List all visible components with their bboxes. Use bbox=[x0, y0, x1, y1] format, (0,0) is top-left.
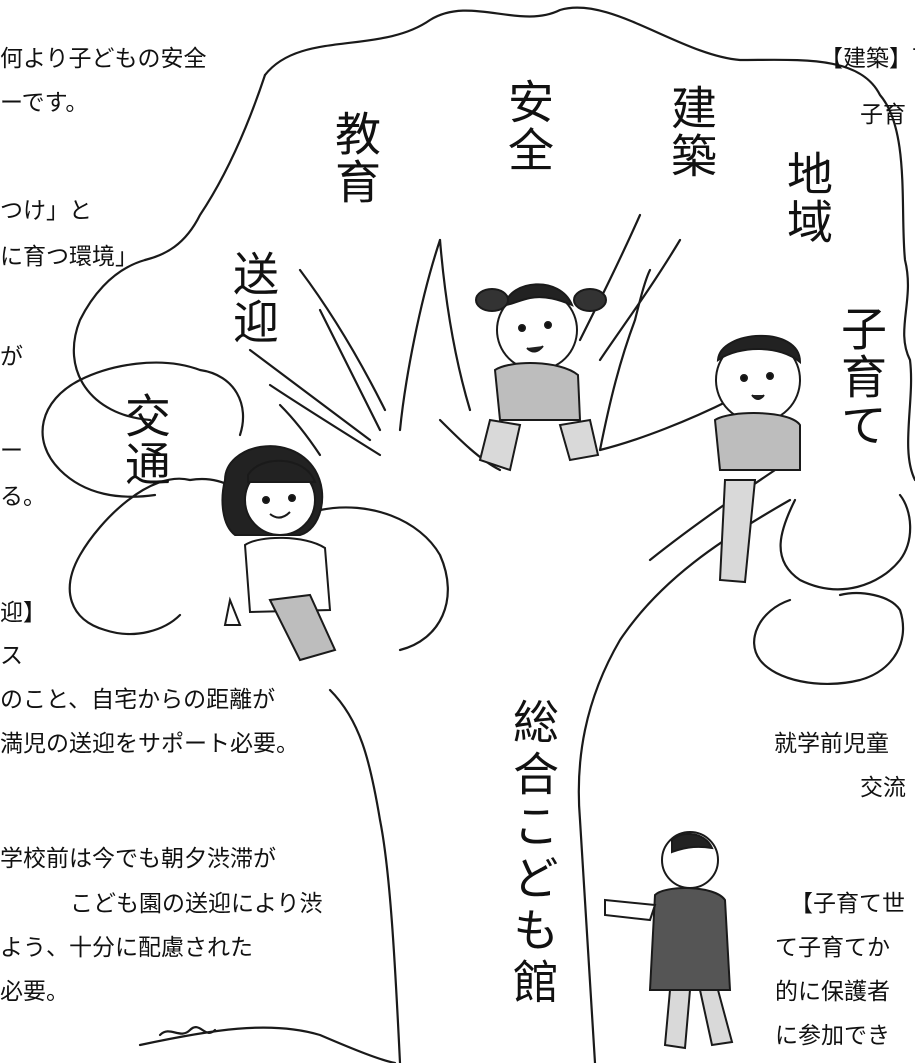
left-text-1: 何より子どもの安全 bbox=[0, 46, 207, 72]
left-text-10: のこと、自宅からの距離が bbox=[0, 687, 276, 713]
label-pickup: 送迎 bbox=[226, 250, 280, 346]
left-text-2: ーです。 bbox=[0, 90, 89, 116]
left-text-8: 迎】 bbox=[0, 600, 46, 626]
left-text-13: こども園の送迎により渋 bbox=[70, 891, 323, 917]
label-architecture: 建築 bbox=[664, 84, 718, 180]
right-text-5: 交流 bbox=[860, 775, 906, 801]
left-text-11: 満児の送迎をサポート必要。 bbox=[0, 731, 299, 757]
child-toddler bbox=[604, 831, 734, 1050]
right-text-1: 【建築】可 bbox=[820, 46, 915, 72]
right-text-9: に参加でき bbox=[775, 1023, 890, 1049]
left-text-14: よう、十分に配慮された bbox=[0, 935, 253, 961]
right-text-8: 的に保護者 bbox=[775, 979, 890, 1005]
tree-trunk-right bbox=[577, 498, 792, 1063]
label-safety: 安全 bbox=[501, 78, 555, 174]
right-text-4: 就学前児童 bbox=[774, 731, 889, 757]
branch-left-1 bbox=[298, 268, 387, 412]
tree-trunk-left bbox=[138, 1026, 397, 1063]
left-text-6: ー bbox=[0, 438, 23, 464]
label-trunk: 総合こども館 bbox=[506, 698, 560, 1010]
branch-center-left bbox=[398, 238, 442, 432]
left-text-7: る。 bbox=[0, 484, 46, 510]
left-text-15: 必要。 bbox=[0, 979, 69, 1005]
right-text-6: 【子育て世 bbox=[790, 891, 905, 917]
label-education: 教育 bbox=[328, 110, 382, 206]
branch-right-1 bbox=[578, 213, 642, 342]
left-text-5: が bbox=[0, 344, 23, 370]
right-text-3: 【 bbox=[900, 575, 915, 598]
label-community: 地域 bbox=[780, 150, 834, 246]
cloud-left-lower bbox=[68, 477, 262, 636]
child-bob-left bbox=[221, 445, 337, 662]
right-text-7: て子育てか bbox=[775, 935, 890, 961]
label-traffic: 交通 bbox=[118, 392, 172, 488]
tree-canopy bbox=[263, 6, 915, 482]
child-boy-right bbox=[713, 334, 802, 584]
left-text-3: つけ」と bbox=[0, 198, 92, 224]
label-childcare: 子育て bbox=[834, 305, 888, 449]
child-pigtails bbox=[475, 283, 607, 472]
right-text-2: 子育 bbox=[860, 102, 906, 128]
cloud-left-upper bbox=[41, 361, 245, 498]
cloud-right-lower bbox=[753, 592, 905, 686]
left-text-12: 学校前は今でも朝夕渋滞が bbox=[0, 846, 276, 872]
left-text-4: に育つ環境」 bbox=[0, 244, 138, 270]
left-text-9: ス bbox=[0, 643, 23, 669]
cloud-right-upper bbox=[779, 493, 912, 591]
